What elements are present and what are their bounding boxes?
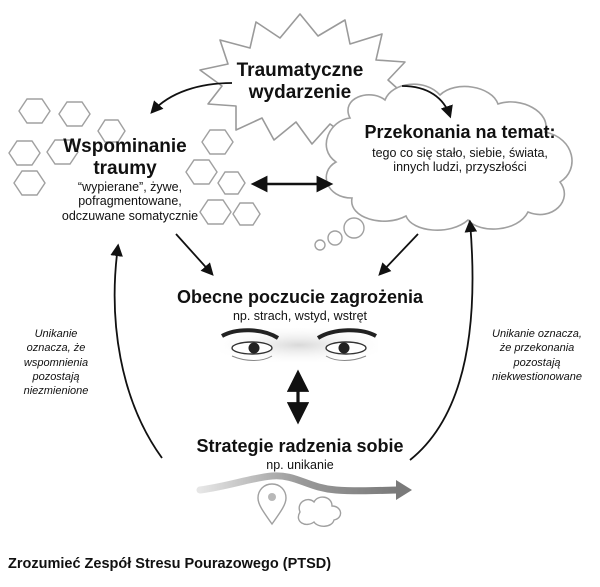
beliefs-desc-line2: innych ludzi, przyszłości bbox=[393, 160, 527, 175]
left-note-line1: Unikanie bbox=[34, 328, 78, 340]
thought-bubble-large bbox=[343, 217, 365, 239]
memory-desc-line2: pofragmentowane, bbox=[78, 194, 182, 209]
threat-description: np. strach, wstyd, wstręt bbox=[232, 309, 368, 323]
threat-title: Obecne poczucie zagrożenia bbox=[176, 287, 424, 307]
thought-bubble-small bbox=[314, 239, 326, 251]
trauma-event-line1: Traumatyczne bbox=[236, 60, 364, 81]
memory-title: Wspominanie traumy bbox=[50, 136, 200, 180]
coping-title: Strategie radzenia sobie bbox=[196, 436, 404, 456]
thought-cloud bbox=[325, 83, 573, 231]
left-note-line4: pozostają bbox=[32, 370, 80, 383]
arrow-trauma-to-beliefs bbox=[401, 85, 453, 119]
hexagon-cluster bbox=[8, 98, 261, 226]
eyes-image bbox=[220, 328, 378, 362]
small-cloud-icon bbox=[297, 496, 342, 527]
road-arrow-head bbox=[396, 480, 412, 500]
right-note-line2: że przekonania bbox=[499, 342, 575, 355]
right-note-line4: niekwestionowane bbox=[492, 370, 582, 383]
memory-title-line1: Wspominanie bbox=[63, 136, 187, 157]
left-note: Unikanie oznacza, że wspomnienia pozosta… bbox=[6, 327, 106, 398]
right-note-line3: pozostają bbox=[513, 356, 561, 369]
arrow-memory-to-threat bbox=[175, 233, 214, 276]
left-note-line2: oznacza, że bbox=[26, 342, 86, 355]
left-note-line3: wspomnienia bbox=[23, 356, 89, 369]
thought-bubble-medium bbox=[327, 230, 343, 246]
memory-desc-line1: “wypierane”, żywe, bbox=[77, 180, 183, 194]
right-note: Unikanie oznacza, że przekonania pozosta… bbox=[482, 327, 592, 384]
trauma-event-title: Traumatyczne wydarzenie bbox=[222, 60, 378, 104]
trauma-event-line2: wydarzenie bbox=[248, 81, 352, 103]
map-pin-icon bbox=[257, 483, 287, 526]
beliefs-title: Przekonania na temat: bbox=[364, 122, 556, 142]
arrow-beliefs-to-threat bbox=[378, 233, 419, 276]
memory-desc-line3: odczuwane somatycznie bbox=[61, 208, 199, 223]
memory-title-line2: traumy bbox=[93, 157, 157, 179]
arrow-coping-to-beliefs-loop bbox=[409, 219, 478, 461]
arrow-trauma-to-memory bbox=[150, 82, 233, 114]
caption: Zrozumieć Zespół Stresu Pourazowego (PTS… bbox=[8, 556, 332, 572]
left-note-line5: niezmienione bbox=[23, 385, 89, 398]
coping-description: np. unikanie bbox=[266, 458, 334, 472]
beliefs-description: tego co się stało, siebie, świata, innyc… bbox=[350, 146, 570, 175]
right-note-line1: Unikanie oznacza, bbox=[492, 328, 582, 340]
beliefs-desc-line1: tego co się stało, siebie, świata, bbox=[372, 146, 548, 160]
road-arrow bbox=[196, 472, 402, 495]
memory-description: “wypierane”, żywe, pofragmentowane, odcz… bbox=[30, 180, 230, 223]
arrow-coping-to-memory-loop bbox=[110, 243, 163, 459]
